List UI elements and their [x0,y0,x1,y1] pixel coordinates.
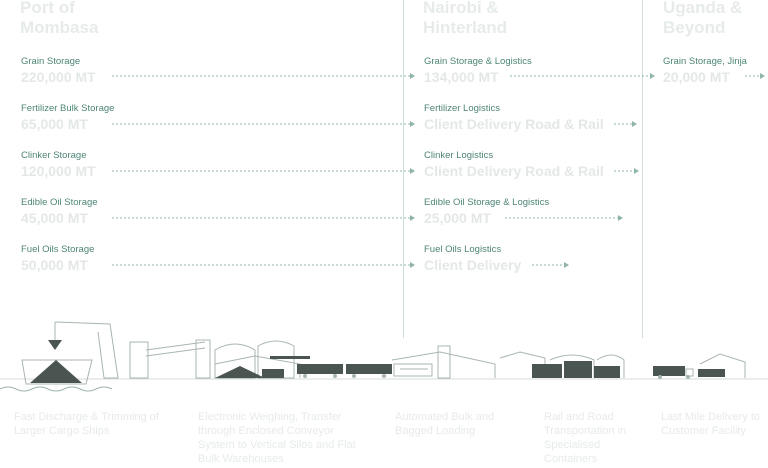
locomotive-icon [393,363,433,377]
logistics-item-edible-oil: Edible Oil Storage & Logistics 25,000 MT [424,197,549,227]
logistics-item-grain: Grain Storage & Logistics 134,000 MT [424,56,532,86]
storage-item-fuel-oils: Fuel Oils Storage 50,000 MT [21,244,94,274]
flow-arrows [112,73,765,268]
item-label: Fertilizer Logistics [424,103,501,114]
storage-item-fertilizer: Fertilizer Bulk Storage 65,000 MT [21,103,114,133]
storage-item-clinker: Clinker Storage 120,000 MT [21,150,96,180]
item-value: 134,000 MT [424,69,499,85]
column-divider [642,0,643,338]
container-stack-icon [532,361,620,378]
item-label: Grain Storage [21,56,81,67]
stage-caption-weighing: Electronic Weighing, Transfer through En… [198,411,356,465]
loading-station-icon [391,345,496,379]
rail-wagon-icon [297,364,392,374]
stage-caption-transport: Rail and Road Transportation in Speciali… [544,411,627,465]
item-value: 20,000 MT [663,69,730,85]
storage-item-edible-oil: Edible Oil Storage 45,000 MT [21,197,98,227]
item-value: 45,000 MT [21,210,88,226]
logistics-item-fertilizer: Fertilizer Logistics Client Delivery Roa… [424,103,604,133]
item-label: Grain Storage & Logistics [424,56,532,67]
logistics-item-fuel-oils: Fuel Oils Logistics Client Delivery [424,244,521,274]
region-title-mombasa: Port of Mombasa [20,0,99,37]
item-label: Edible Oil Storage & Logistics [424,197,550,208]
item-value: 65,000 MT [21,116,88,132]
item-value: 50,000 MT [21,257,88,273]
ship-icon [21,359,93,385]
storage-item-grain: Grain Storage 220,000 MT [21,56,96,86]
customer-facility-icon [698,353,746,378]
storage-item-jinja: Grain Storage, Jinja 20,000 MT [663,56,747,86]
region-title-nairobi: Nairobi & Hinterland [423,0,508,37]
item-value: 120,000 MT [21,163,96,179]
item-label: Edible Oil Storage [21,197,98,208]
item-value: Client Delivery Road & Rail [424,163,604,179]
conveyor-icon [129,339,211,379]
crane-icon [48,321,119,379]
region-title-uganda: Uganda & Beyond [663,0,743,37]
item-value: 25,000 MT [424,210,491,226]
logistics-illustration [0,321,768,392]
item-label: Fertilizer Bulk Storage [21,103,115,114]
stage-caption-last-mile: Last Mile Delivery to Customer Facility [661,411,761,437]
item-value: Client Delivery [424,257,522,273]
truck-icon [653,366,694,379]
item-label: Fuel Oils Storage [21,244,95,255]
column-divider [403,0,404,338]
stage-caption-discharge: Fast Discharge & Trimming of Larger Carg… [14,411,159,437]
stage-caption-loading: Automated Bulk and Bagged Loading [395,411,495,437]
item-label: Grain Storage, Jinja [663,56,747,67]
item-label: Clinker Logistics [424,150,494,161]
item-label: Clinker Storage [21,150,87,161]
item-label: Fuel Oils Logistics [424,244,502,255]
item-value: 220,000 MT [21,69,96,85]
item-value: Client Delivery Road & Rail [424,116,604,132]
logistics-item-clinker: Clinker Logistics Client Delivery Road &… [424,150,604,180]
